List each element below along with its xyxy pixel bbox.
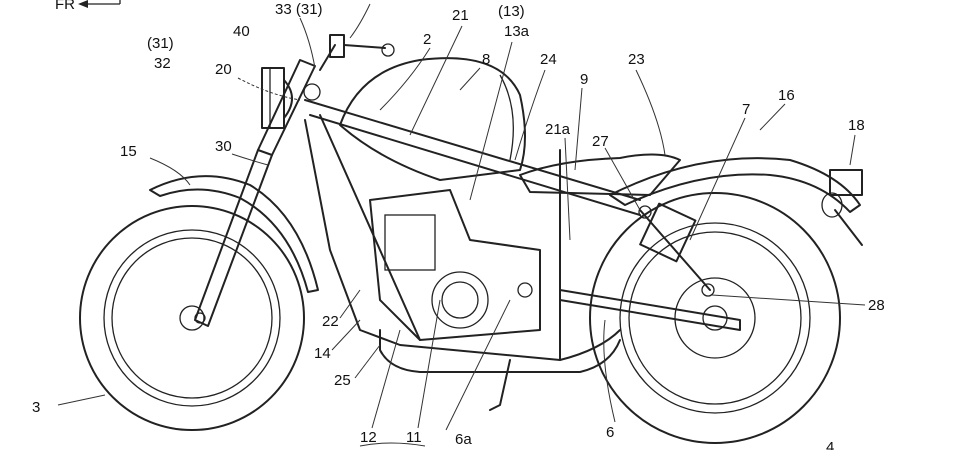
label-31-paren: (31) (147, 35, 174, 52)
front-wheel (79, 205, 305, 431)
frame (304, 99, 741, 373)
side-stand (489, 359, 511, 411)
front-fork (194, 59, 316, 327)
label-7: 7 (742, 101, 750, 118)
leader-lines (57, 3, 866, 447)
front-direction-indicator: FR (55, 0, 121, 13)
label-20: 20 (215, 61, 232, 78)
label-21: 21 (452, 7, 469, 24)
label-6a: 6a (455, 431, 472, 448)
label-9: 9 (580, 71, 588, 88)
label-16: 16 (778, 87, 795, 104)
label-8: 8 (482, 51, 490, 68)
rear-shock (638, 202, 715, 297)
label-13-paren: (13) (498, 3, 525, 20)
arrow-left-icon (78, 0, 88, 8)
seat (519, 153, 681, 196)
label-11: 11 (406, 429, 422, 446)
label-12: 12 (360, 429, 377, 446)
label-27: 27 (592, 133, 609, 150)
handlebar (319, 34, 395, 71)
rear-wheel (589, 192, 841, 444)
label-21a: 21a (545, 121, 571, 138)
label-4: 4 (826, 439, 834, 450)
label-22: 22 (322, 313, 339, 330)
label-23: 23 (628, 51, 645, 68)
label-30: 30 (215, 138, 232, 155)
fuel-tank (339, 57, 526, 181)
label-2: 2 (423, 31, 431, 48)
label-28: 28 (868, 297, 885, 314)
label-14: 14 (314, 345, 331, 362)
rear-fender (609, 157, 861, 213)
label-18: 18 (848, 117, 865, 134)
tail-light (821, 169, 863, 246)
label-40: 40 (233, 23, 250, 40)
front-fender (149, 175, 319, 293)
reference-labels: 33 (31) 21 (13) 13a 40 (31) 32 2 8 24 9 … (32, 1, 885, 450)
label-15: 15 (120, 143, 137, 160)
label-3: 3 (32, 399, 40, 416)
label-32: 32 (154, 55, 171, 72)
engine (369, 189, 541, 341)
label-6: 6 (606, 424, 614, 441)
svg-text:FR: FR (55, 0, 75, 13)
label-25: 25 (334, 372, 351, 389)
label-24: 24 (540, 51, 557, 68)
label-13a: 13a (504, 23, 530, 40)
label-33-31: 33 (31) (275, 1, 323, 18)
